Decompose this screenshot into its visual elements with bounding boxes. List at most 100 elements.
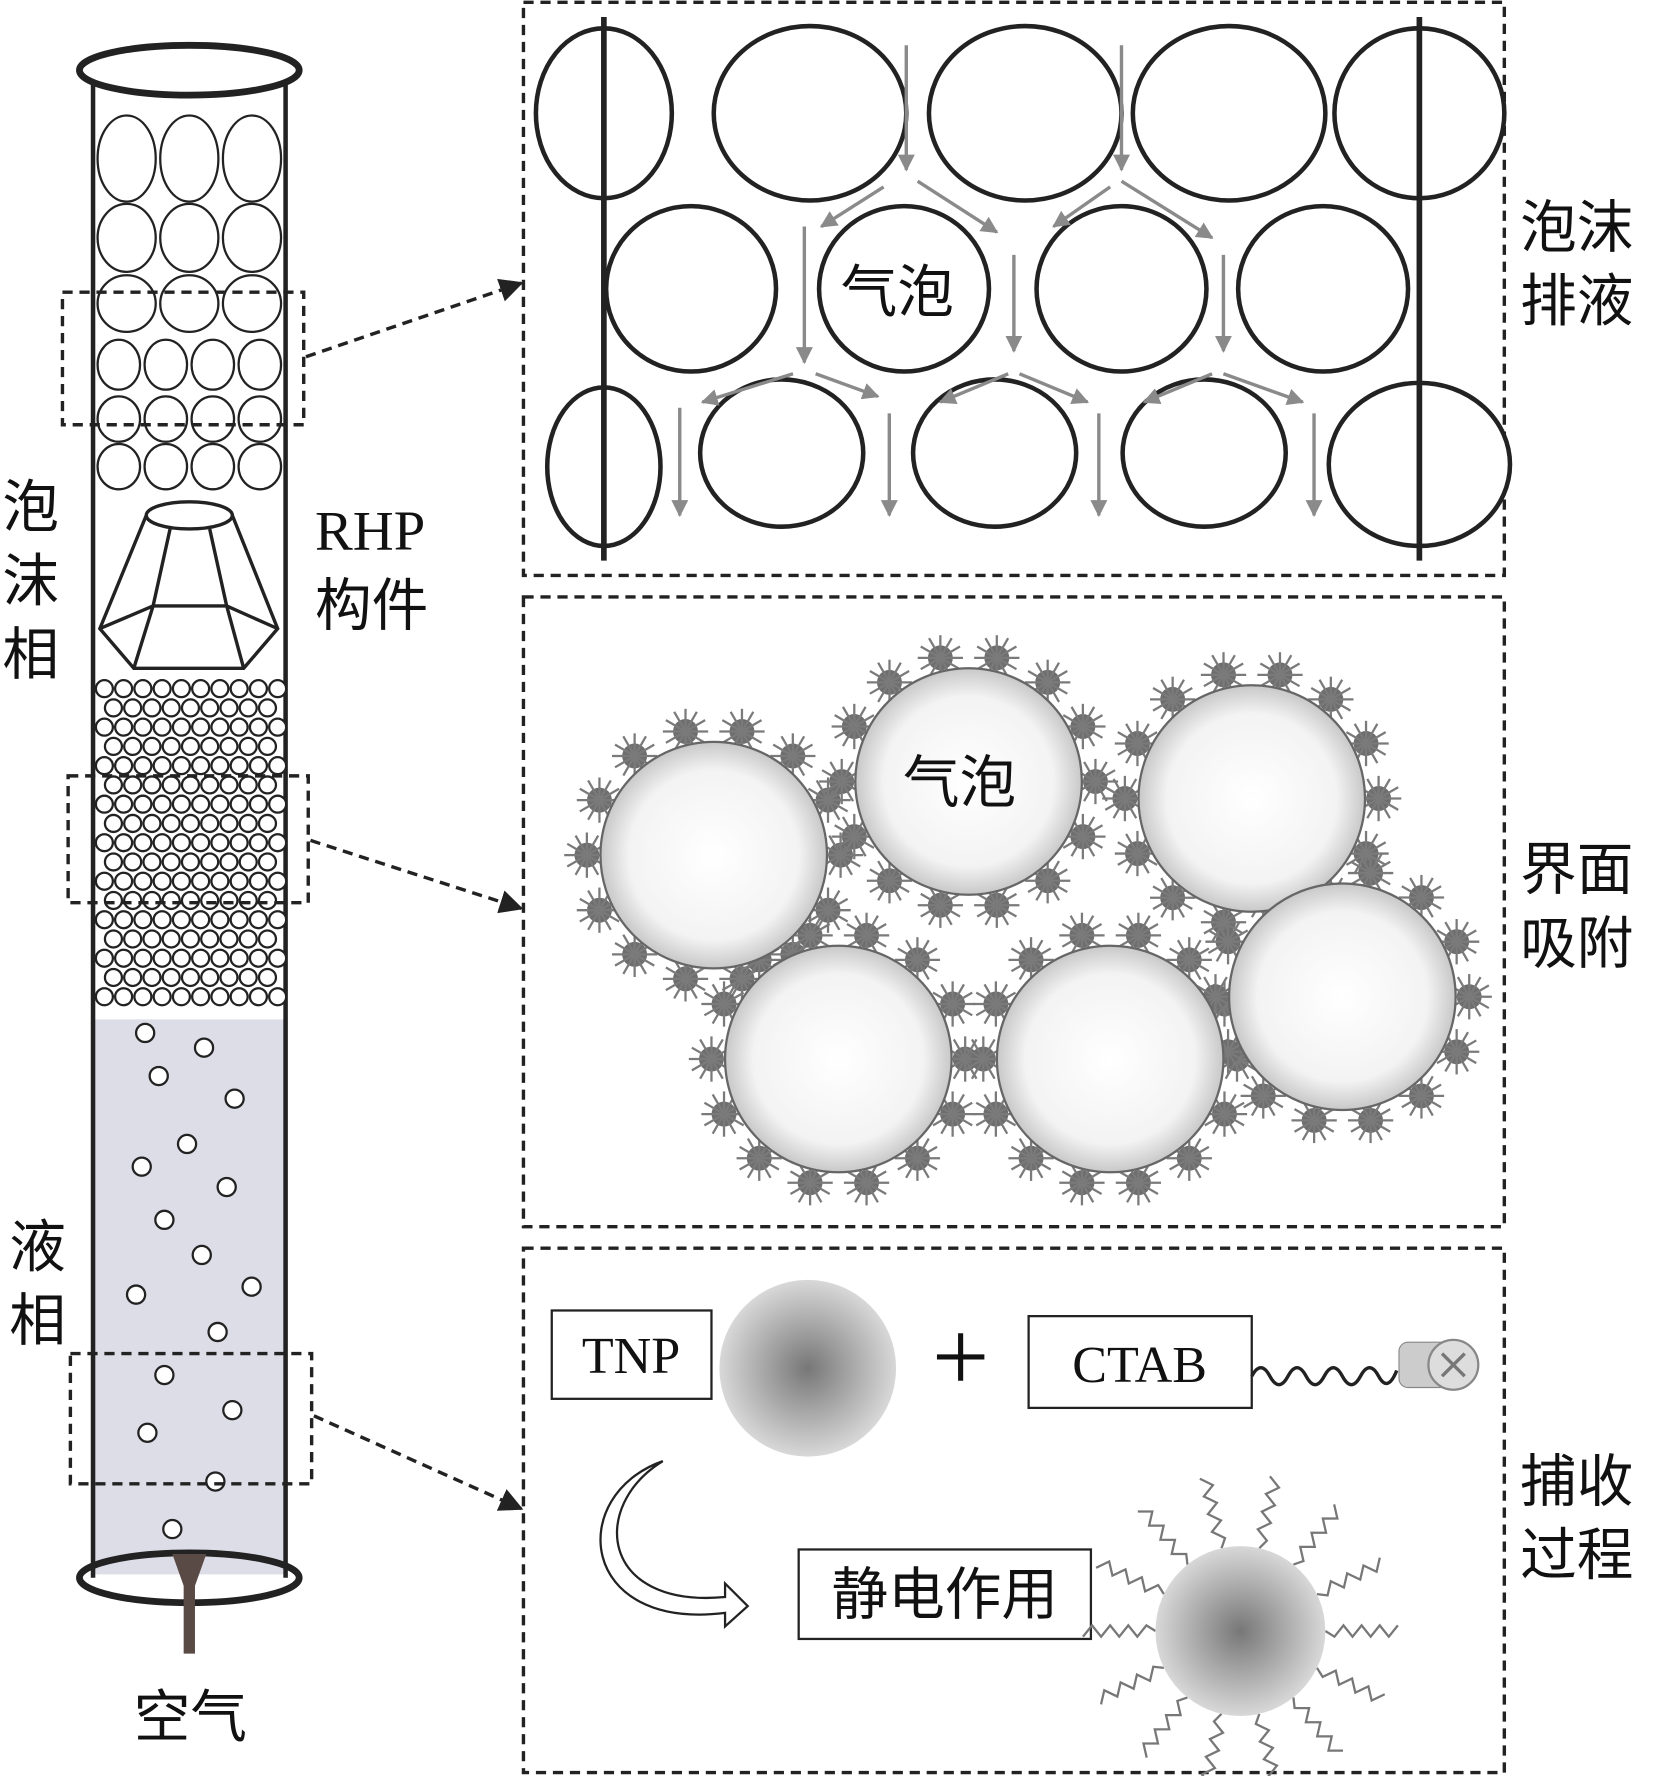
- micelle-tail: [1188, 1157, 1202, 1179]
- small-bubble: [152, 871, 172, 891]
- micelle-tail: [1468, 995, 1490, 1010]
- small-bubble: [133, 987, 153, 1007]
- small-bubble: [180, 813, 201, 834]
- ctab-label: CTAB: [1072, 1337, 1207, 1394]
- micelle-tail: [1365, 742, 1379, 764]
- micelle-tail: [684, 730, 706, 744]
- micelle-tail: [1081, 706, 1096, 728]
- small-bubble: [191, 948, 211, 968]
- micelle-tail: [746, 1138, 761, 1159]
- micelle-tail: [1377, 797, 1391, 819]
- micelle-tail: [975, 1003, 997, 1017]
- micelle-tail: [699, 1038, 713, 1060]
- tnp-particle-icon: [719, 1279, 897, 1457]
- adsorbed-bubble: [995, 944, 1225, 1174]
- panel-collection-process: TNP + CTAB 静电作用: [521, 1246, 1507, 1776]
- micelle-tail: [939, 645, 961, 659]
- micelle-tail: [566, 854, 588, 868]
- micelle-tail: [1366, 778, 1380, 800]
- small-bubble: [238, 736, 258, 757]
- small-bubble: [142, 736, 162, 757]
- small-bubble: [229, 910, 249, 930]
- micelle-tail: [939, 904, 961, 918]
- small-bubble: [248, 833, 269, 853]
- micelle-tail: [587, 799, 601, 821]
- micelle-tail: [865, 1181, 887, 1196]
- micelle-tail: [1267, 654, 1281, 676]
- micelle-tail: [939, 656, 961, 671]
- micelle-tail: [703, 1101, 725, 1116]
- rising-bubble: [162, 1518, 183, 1540]
- small-bubble: [219, 929, 239, 949]
- small-bubble: [103, 775, 124, 795]
- micelle-tail: [853, 706, 867, 728]
- column-top-rim: [76, 41, 303, 99]
- micelle-tail: [1420, 1094, 1442, 1109]
- micelle-tail: [1259, 662, 1281, 676]
- foam-bubble: [143, 395, 189, 443]
- small-bubble: [268, 871, 288, 891]
- micelle-tail: [1455, 921, 1469, 943]
- micelle-tail: [1203, 976, 1217, 998]
- micelle-tail: [1125, 723, 1139, 745]
- micelle-tail: [840, 780, 855, 802]
- micelle-tail: [1223, 1101, 1245, 1116]
- small-bubble: [257, 929, 278, 949]
- micelle-tail: [1365, 841, 1387, 855]
- micelle-tail: [888, 880, 902, 901]
- electrostatic-label: 静电作用: [832, 1565, 1059, 1627]
- micelle-tail: [1420, 1083, 1442, 1097]
- micelle-tail: [840, 854, 861, 868]
- small-bubble: [200, 813, 220, 834]
- micelle-tail: [1456, 929, 1477, 943]
- captured-particle-icon: [1082, 1475, 1399, 1776]
- micelle-tail: [809, 1182, 823, 1203]
- micelle-tail: [1211, 921, 1225, 943]
- micelle-tail: [846, 1170, 868, 1184]
- micelle-tail: [566, 842, 588, 857]
- micelle-tail: [633, 953, 647, 975]
- micelle-tail: [1370, 860, 1391, 875]
- micelle-tail: [983, 1113, 997, 1135]
- micelle-tail: [996, 892, 1017, 907]
- small-bubble: [123, 736, 143, 757]
- small-bubble: [238, 775, 258, 795]
- micelle-tail: [1136, 852, 1158, 866]
- small-bubble: [257, 813, 278, 834]
- micelle-tail: [1358, 852, 1372, 874]
- micelle-tail: [587, 909, 601, 931]
- micelle-tail: [951, 1093, 965, 1115]
- micelle-tail: [920, 656, 941, 671]
- small-bubble: [180, 852, 201, 872]
- micelle-tail: [983, 1003, 997, 1025]
- surfactant-tail: [1142, 1696, 1188, 1758]
- micelle-tail: [1070, 836, 1084, 857]
- micelle-tail: [1082, 835, 1104, 849]
- micelle-tail: [916, 939, 930, 961]
- small-bubble: [180, 736, 201, 757]
- small-bubble: [248, 717, 269, 737]
- micelle-tail: [932, 1113, 954, 1127]
- micelle-tail: [1279, 673, 1301, 688]
- micelle-tail: [865, 1170, 887, 1184]
- micelle-tail: [1365, 723, 1379, 745]
- micelle-tail: [1136, 723, 1150, 745]
- small-bubble: [257, 736, 278, 757]
- micelle-tail: [1420, 896, 1442, 910]
- micelle-tail: [711, 1093, 726, 1115]
- micelle-tail: [905, 939, 919, 961]
- micelle-tail: [1137, 1181, 1159, 1196]
- micelle-tail: [963, 1058, 984, 1072]
- micelle-tail: [834, 714, 855, 728]
- micelle-tail: [1062, 835, 1084, 849]
- micelle-tail: [1081, 934, 1103, 948]
- small-bubble: [191, 833, 211, 853]
- micelle-tail: [1062, 714, 1084, 728]
- micelle-tail: [585, 834, 600, 856]
- micelle-tail: [1030, 1157, 1052, 1171]
- micelle-tail: [598, 779, 612, 801]
- small-bubble: [113, 910, 134, 930]
- small-bubble: [229, 871, 249, 891]
- micelle-tail: [916, 947, 938, 961]
- micelle-tail: [869, 868, 891, 882]
